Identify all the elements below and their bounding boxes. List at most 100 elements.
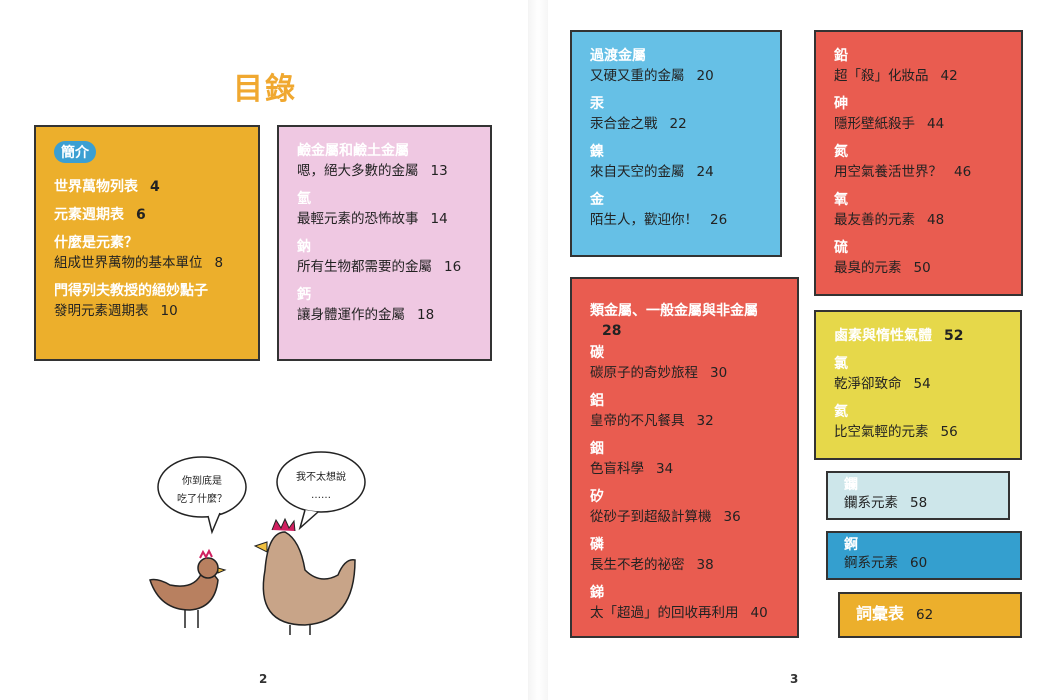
bubble-right-line2: …… bbox=[311, 490, 331, 501]
speech-bubble-right bbox=[276, 451, 366, 513]
large-chicken bbox=[253, 517, 356, 635]
entry-heading: 門得列夫教授的絕妙點子 bbox=[54, 283, 208, 299]
entry-heading: 硫 bbox=[834, 240, 848, 256]
entry-heading: 氫 bbox=[297, 191, 311, 207]
entry-heading: 鑭 bbox=[844, 477, 858, 493]
entry-heading: 錒 bbox=[844, 537, 858, 553]
toc-entry[interactable]: 金陌生人，歡迎你！26 bbox=[590, 190, 762, 230]
entry-heading: 鉛 bbox=[834, 48, 848, 64]
section-heading[interactable]: 類金屬、一般金屬與非金屬28 bbox=[590, 303, 758, 339]
chickens-illustration: 你到底是 吃了什麼？ 我不太想說 …… bbox=[149, 451, 366, 635]
page-title: 目錄 bbox=[233, 72, 297, 107]
entry-heading: 磷 bbox=[590, 537, 604, 553]
book-gutter bbox=[528, 0, 548, 700]
bubble-right-line1: 我不太想說 bbox=[296, 470, 346, 483]
entry-heading: 鹼金屬和鹼土金屬 bbox=[297, 143, 409, 159]
speech-bubble-left bbox=[157, 456, 247, 518]
entry-heading: 矽 bbox=[590, 489, 604, 505]
page-number-left: 2 bbox=[259, 672, 268, 686]
entry-heading: 砷 bbox=[834, 96, 848, 112]
entry-heading: 氯 bbox=[834, 356, 848, 372]
entry-heading: 汞 bbox=[590, 96, 604, 112]
entry-heading: 鎳 bbox=[590, 144, 604, 160]
intro-badge: 簡介 bbox=[54, 141, 96, 163]
toc-entry[interactable]: 氮用空氣養活世界？46 bbox=[834, 142, 1003, 182]
entry-heading: 過渡金屬 bbox=[590, 48, 646, 64]
entry-heading: 銻 bbox=[590, 585, 604, 601]
entry-subtitle: 陌生人，歡迎你！26 bbox=[590, 212, 728, 228]
bubble-left-line1: 你到底是 bbox=[182, 474, 222, 487]
entry-heading: 鈣 bbox=[297, 287, 311, 303]
entry-heading: 金 bbox=[590, 192, 604, 208]
entry-heading: 銦 bbox=[590, 441, 604, 457]
entry-heading: 氦 bbox=[834, 404, 848, 420]
entry-heading: 鈉 bbox=[297, 239, 311, 255]
entry-subtitle: 用空氣養活世界？46 bbox=[834, 164, 972, 180]
bubble-left-line2: 吃了什麼？ bbox=[177, 492, 227, 505]
entry-heading: 碳 bbox=[590, 345, 604, 361]
page-number-right: 3 bbox=[790, 672, 799, 686]
entry-heading: 什麼是元素？ bbox=[54, 235, 138, 251]
small-chicken bbox=[149, 548, 227, 628]
entry-heading: 氧 bbox=[834, 192, 848, 208]
entry-heading: 氮 bbox=[834, 144, 848, 160]
